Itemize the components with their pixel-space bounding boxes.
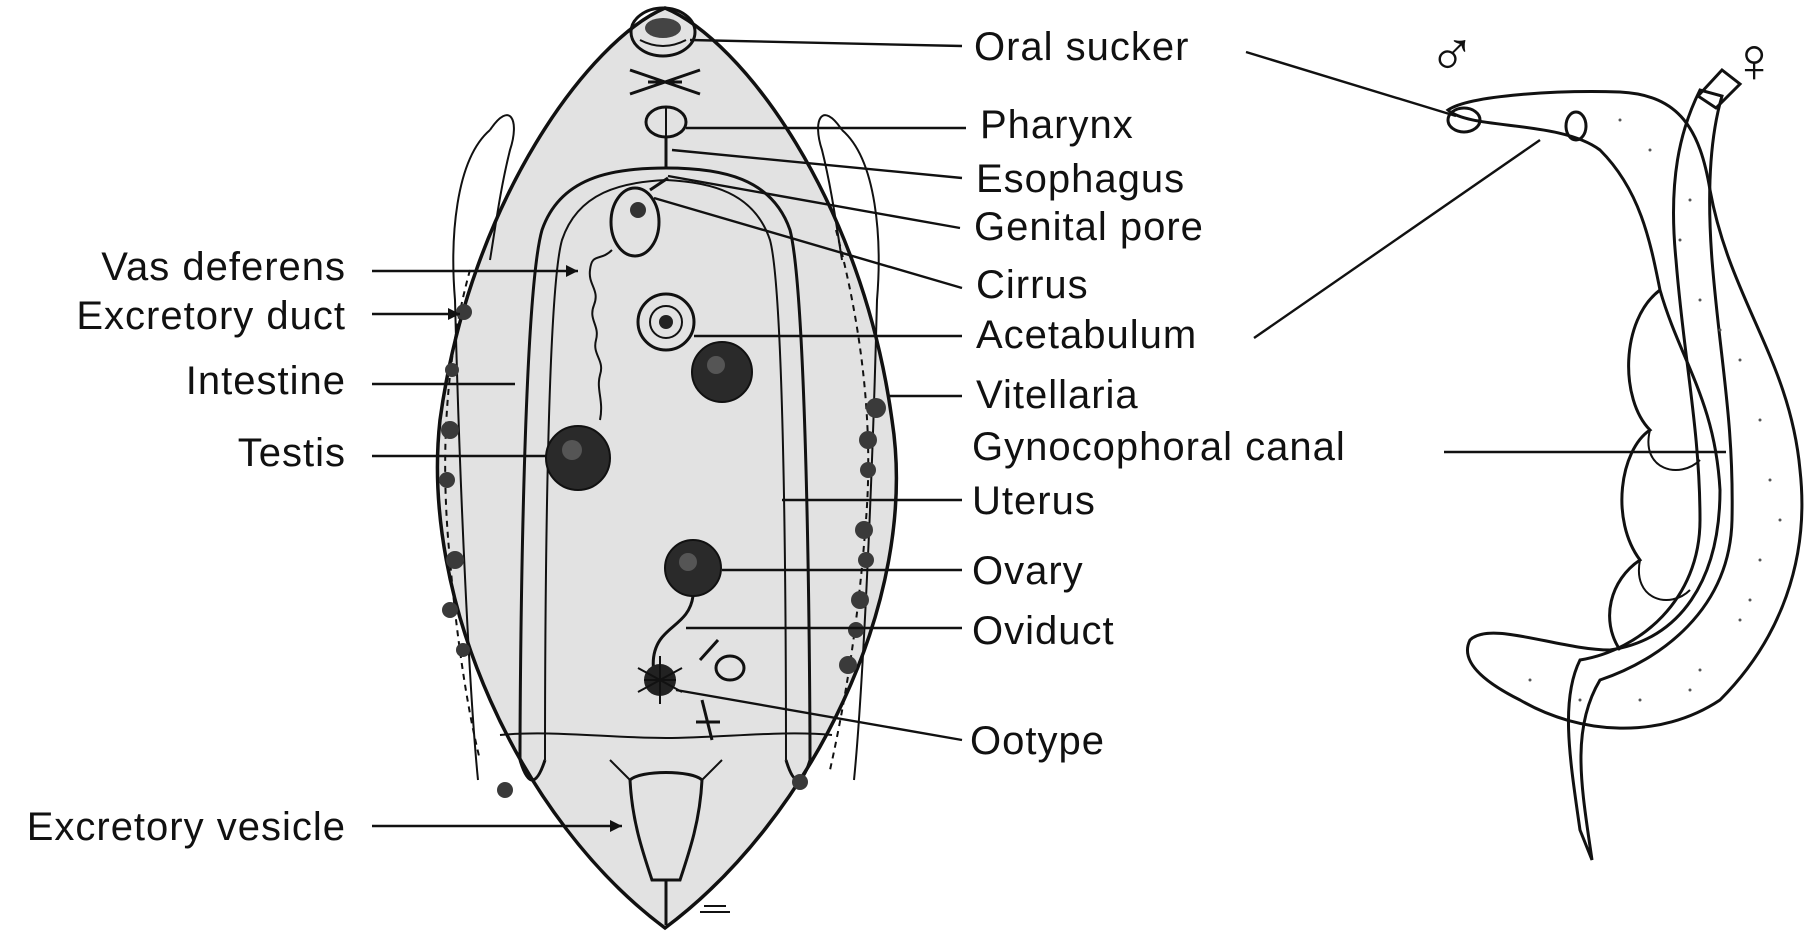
leader-acetabulum-right: [1254, 140, 1540, 338]
label-esophagus: Esophagus: [976, 157, 1185, 201]
schistosome-pair: ♂ ♀: [1428, 18, 1802, 860]
leader-oral-sucker-right: [1246, 52, 1456, 116]
male-worm: [1448, 92, 1802, 729]
ovary-shape: [665, 540, 721, 596]
stippling: [1529, 119, 1782, 702]
label-testis: Testis: [238, 431, 346, 475]
fluke-body: [437, 8, 896, 928]
label-excretory-duct: Excretory duct: [76, 294, 346, 338]
label-genital-pore: Genital pore: [974, 205, 1204, 249]
label-vas-deferens: Vas deferens: [101, 245, 346, 289]
label-oviduct: Oviduct: [972, 609, 1115, 653]
label-pharynx: Pharynx: [980, 103, 1134, 147]
label-ootype: Ootype: [970, 719, 1105, 763]
label-ovary: Ovary: [972, 549, 1084, 593]
canal-loop-2: [1639, 560, 1690, 600]
label-oral-sucker: Oral sucker: [974, 25, 1190, 69]
label-uterus: Uterus: [972, 479, 1096, 523]
label-cirrus: Cirrus: [976, 263, 1089, 307]
canal-loop-1: [1648, 430, 1700, 470]
female-worm: [1568, 90, 1732, 860]
label-excretory-vesicle: Excretory vesicle: [27, 805, 346, 849]
label-vitellaria: Vitellaria: [976, 373, 1139, 417]
male-acetabulum: [1566, 112, 1586, 140]
label-acetabulum: Acetabulum: [976, 313, 1197, 357]
artist-mark: [700, 906, 730, 912]
male-symbol: ♂: [1428, 18, 1477, 90]
leader-oral-sucker: [690, 40, 962, 46]
label-gynecophoral-canal: Gynocophoral canal: [972, 425, 1346, 469]
label-intestine: Intestine: [186, 359, 346, 403]
